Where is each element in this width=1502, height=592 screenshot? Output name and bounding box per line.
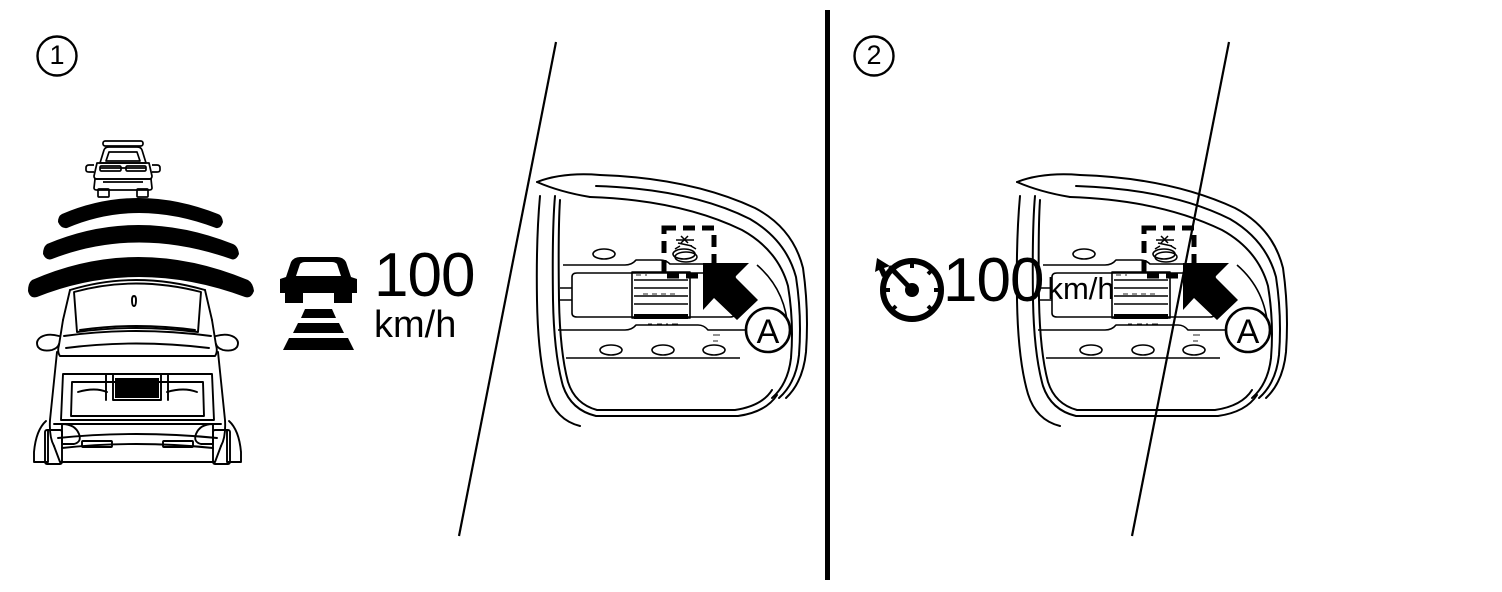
panel-divider	[825, 10, 830, 580]
dashed-highlight-box[interactable]	[1141, 225, 1197, 279]
pointer-arrow	[1183, 263, 1238, 320]
pointer-arrow	[703, 263, 758, 320]
speed-readout-2: 100 km/h	[943, 246, 1115, 315]
panel-step-2: A 2	[827, 0, 1502, 592]
panel-1-graphics: A	[28, 35, 808, 537]
callout-letter-text: A	[1237, 313, 1260, 351]
panel-2-graphics: A	[853, 35, 1288, 537]
speed-unit: km/h	[1047, 270, 1115, 306]
speed-readout-1: 100 km/h	[374, 241, 475, 347]
diagonal-guide-line	[457, 41, 558, 537]
distance-button-glyph[interactable]	[674, 235, 698, 263]
callout-letter-text: A	[757, 313, 780, 351]
callout-label-a: A	[1224, 306, 1272, 354]
speed-value: 100	[943, 246, 1044, 315]
steering-wheel-switch-panel[interactable]: A	[535, 173, 808, 427]
speed-unit: km/h	[374, 304, 457, 347]
step-marker-2	[853, 35, 895, 77]
lead-vehicle-ahead	[85, 140, 161, 198]
ego-vehicle-rear-view	[33, 279, 242, 465]
following-distance-icon	[280, 257, 357, 350]
speed-value: 100	[374, 241, 475, 310]
radar-wave-arcs	[28, 198, 254, 298]
steering-wheel-switch-panel[interactable]: A	[1015, 173, 1288, 427]
constant-speed-gauge-icon	[875, 258, 944, 322]
panel-step-1: A 1 100 km/h	[28, 35, 808, 537]
callout-label-a: A	[744, 306, 792, 354]
step-marker-1	[36, 35, 78, 77]
distance-button-glyph[interactable]	[1154, 235, 1178, 263]
diagonal-guide-line	[1130, 41, 1231, 537]
dashed-highlight-box[interactable]	[661, 225, 717, 279]
